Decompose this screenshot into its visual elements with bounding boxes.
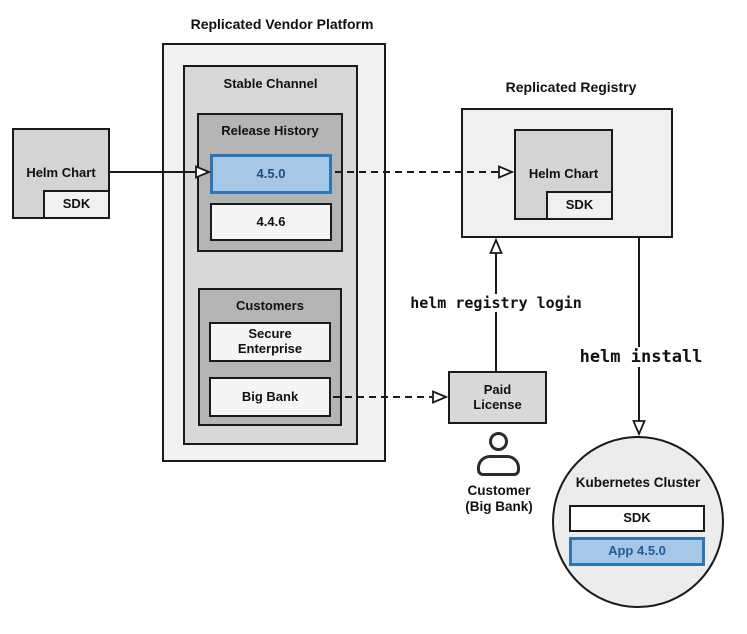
arrowhead-license-to-registry [489,237,503,254]
release-450-box: 4.5.0 [210,154,332,194]
arrowhead-bigbank-to-license [432,390,449,404]
release-history-label: Release History [221,123,319,138]
cluster-app-box: App 4.5.0 [569,537,705,566]
registry-title: Replicated Registry [505,79,637,95]
stable-channel-label: Stable Channel [223,76,318,91]
customers-label: Customers [236,298,304,313]
registry-sdk-label: SDK [565,197,594,213]
customer-big-bank-label: Big Bank [241,388,299,404]
cluster-sdk-label: SDK [623,510,651,526]
paid-license-box: Paid License [448,371,547,424]
release-450-label: 4.5.0 [256,165,286,181]
registry-helm-chart-box: Helm Chart SDK [514,129,613,220]
person-icon-body [477,455,520,476]
source-sdk-box: SDK [43,190,110,219]
registry-box: Helm Chart SDK [461,108,673,238]
source-helm-chart-box: Helm Chart SDK [12,128,110,219]
paid-license-label: Paid License [473,381,522,412]
source-sdk-label: SDK [62,196,91,212]
helm-install-command: helm install [566,347,716,367]
registry-helm-chart-label: Helm Chart [528,166,599,182]
platform-title: Replicated Vendor Platform [190,16,374,32]
kubernetes-cluster-circle: Kubernetes Cluster SDK App 4.5.0 [552,436,724,608]
registry-sdk-box: SDK [546,191,613,220]
customer-big-bank-box: Big Bank [209,377,331,417]
vendor-platform-box: Stable Channel Release History 4.5.0 4.4… [162,43,386,462]
customer-secure-enterprise-label: Secure Enterprise [237,326,303,356]
customers-box: Customers Secure Enterprise Big Bank [198,288,342,426]
release-history-box: Release History 4.5.0 4.4.6 [197,113,343,252]
person-icon [489,432,508,451]
kubernetes-cluster-label: Kubernetes Cluster [575,475,701,490]
source-helm-chart-label: Helm Chart [26,165,96,181]
cluster-app-label: App 4.5.0 [608,543,666,559]
stable-channel-box: Stable Channel Release History 4.5.0 4.4… [183,65,358,445]
cluster-sdk-box: SDK [569,505,705,532]
customer-actor-label: Customer (Big Bank) [465,483,533,514]
release-446-label: 4.4.6 [256,213,286,229]
arrowhead-registry-to-cluster [632,420,646,437]
release-446-box: 4.4.6 [210,203,332,241]
helm-registry-login-command: helm registry login [396,294,596,312]
customer-secure-enterprise-box: Secure Enterprise [209,322,331,362]
